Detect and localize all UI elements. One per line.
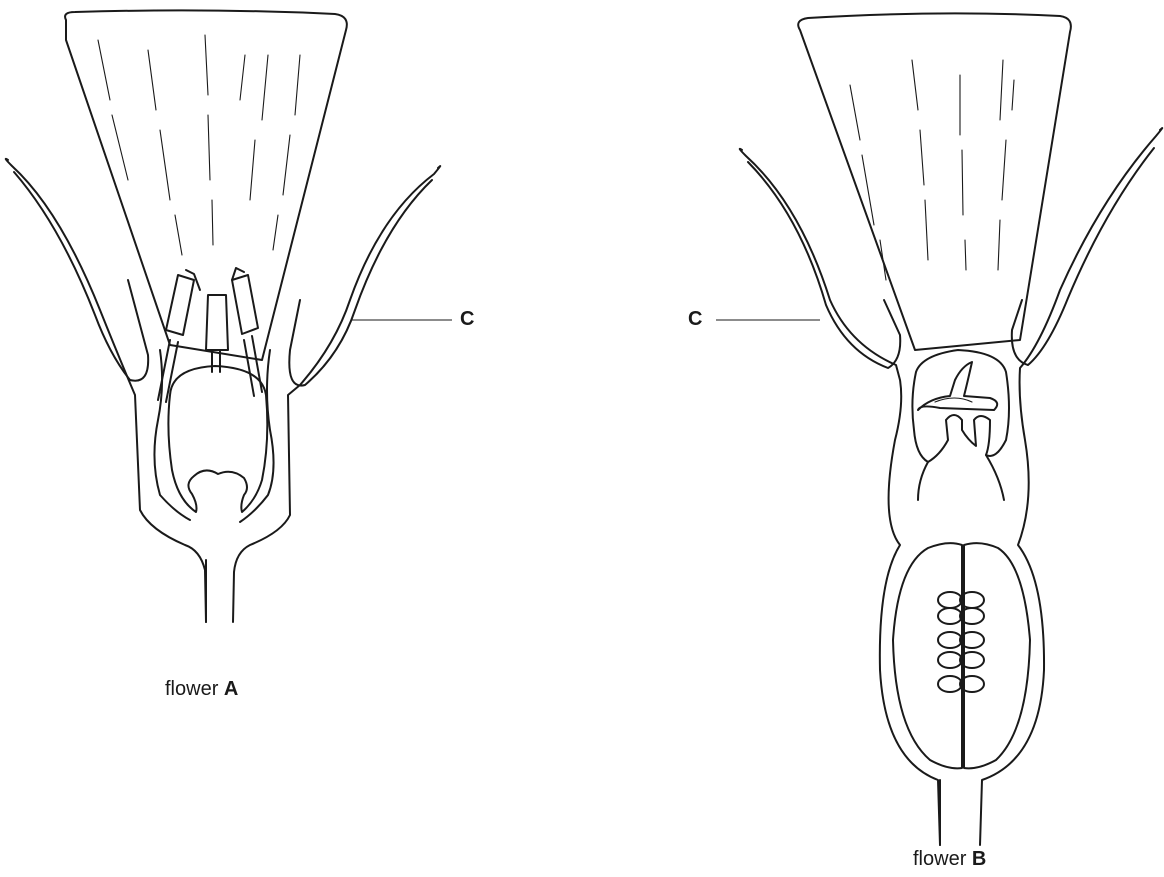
flower-b-caption-text: flower [913,848,966,870]
flower-b-drawing [740,13,1163,845]
flower-b-sepal-right [980,128,1162,845]
flower-b-petal-veins [850,60,1014,280]
flower-b-c-label: C [688,308,702,331]
flower-b-petal [798,13,1071,350]
flower-b-caption-letter: B [972,848,986,870]
flower-a-sepal-right [233,166,440,622]
flower-a-caption: flower A [165,678,238,701]
flower-a-sepal-left [6,159,206,622]
flower-b-sepal-left [740,149,940,845]
flower-b-stigma [918,362,997,410]
flower-b-caption: flower B [913,848,986,871]
flower-b-ovary [893,543,962,768]
flower-a-drawing [6,10,441,622]
flower-b-sepal-left-inner [748,162,900,368]
flower-a-caption-text: flower [165,678,218,700]
flower-a-c-label: C [460,308,474,331]
flower-a-sepal-left-inner [14,172,148,381]
flower-a-sepal-right-inner [289,180,432,386]
flower-a-caption-letter: A [224,678,238,700]
